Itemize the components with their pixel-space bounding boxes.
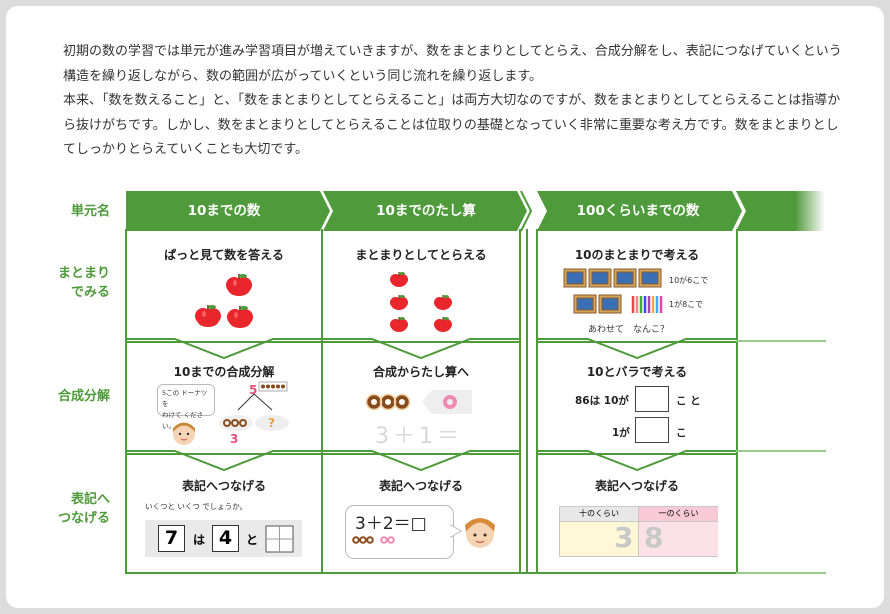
donut-speech-bubble: 5この ドーナツをわけて ください。 (157, 384, 215, 430)
grid-row-line-2 (736, 450, 826, 452)
child-avatar-1 (173, 422, 195, 445)
decomp-right-number: ? (268, 416, 275, 430)
faded-equation: 3＋1＝ (375, 424, 463, 449)
cell-title-r2c3: 10とバラで考える (586, 365, 688, 379)
grid-bottom-line (125, 572, 736, 574)
column-separator (520, 229, 528, 574)
tens-caption-1: 10が6こで (669, 276, 709, 285)
cell-title-r1c1: ぱっと見て数を答える (164, 248, 284, 262)
r2c3-line1-text-b: こ と (676, 395, 701, 407)
place-ones-column: 一のくらい (638, 507, 718, 556)
cell-title-r3c1: 表記へつなげる (181, 479, 266, 493)
r3c1-prompt: いくつと いくつ でしょうか。 (145, 502, 248, 511)
child-avatar-2 (465, 518, 495, 548)
cell-title-r3c2: 表記へつなげる (378, 479, 463, 493)
place-tens-digit: 3 (614, 521, 634, 554)
tens-question: あわせて なんこ？ (588, 325, 670, 335)
cell-title-r1c3: 10のまとまりで考える (574, 248, 700, 262)
row-label-notation: 表記へつなげる (57, 492, 110, 526)
decomposition-diagram (219, 381, 289, 431)
unit-header-2: 10までのたし算 (376, 203, 476, 219)
tens-blocks-illustration (563, 268, 663, 314)
intro-text: 初期の数の学習では単元が進み学習項目が増えていきますが、数をまとまりとしてとらえ… (63, 40, 843, 163)
decomp-left-number: 3 (230, 432, 239, 446)
row-label-grouping: まとまりでみる (57, 266, 110, 300)
donuts-illustration (365, 390, 472, 414)
intro-paragraph-1: 初期の数の学習では単元が進み学習項目が増えていきますが、数をまとまりとしてとらえ… (63, 44, 842, 84)
place-tens-header: 十のくらい (560, 507, 638, 522)
place-ones-header: 一のくらい (639, 507, 718, 522)
r3c1-number-box-2: 4 (212, 525, 239, 552)
equation-speech-bubble (345, 505, 454, 559)
tens-caption-2: 1が8こで (669, 300, 704, 309)
row-label-unit: 単元名 (70, 204, 110, 219)
unit-header-1: 10までの数 (187, 203, 261, 219)
r2c3-line2-text-b: こ (676, 427, 687, 439)
decomp-top-number: 5 (249, 383, 258, 397)
column-3 (536, 229, 738, 574)
equation-donuts (352, 536, 395, 544)
cell-title-r2c2: 合成からたし算へ (372, 365, 469, 379)
place-value-table: 十のくらい 一のくらい 3 8 (559, 506, 718, 557)
equation-bubble-tail (450, 524, 462, 538)
r3c1-to: と (246, 533, 259, 547)
r2c3-line1-text-a: 86は 10が (575, 395, 629, 407)
cell-title-r2c1: 10までの合成分解 (173, 365, 275, 379)
tens-answer-box[interactable] (635, 386, 669, 412)
intro-paragraph-2: 本来、「数を数えること」と、「数をまとまりとしてとらえること」は両方大切なのです… (63, 93, 841, 157)
equation-text: 3＋2＝□ (355, 514, 427, 534)
grid-row-line-1 (736, 340, 826, 342)
cell-title-r3c3: 表記へつなげる (594, 479, 679, 493)
place-ones-digit: 8 (644, 521, 664, 554)
ones-answer-box[interactable] (635, 417, 669, 443)
cell-title-r1c2: まとまりとしてとらえる (355, 248, 487, 262)
r3c1-wa: は (193, 533, 206, 547)
r3c1-number-box-1: 7 (158, 525, 185, 552)
unit-header-3: 100くらいまでの数 (576, 203, 700, 219)
column-2 (321, 229, 521, 574)
r2c3-line2-text-a: 1が (612, 427, 630, 439)
place-tens-column: 十のくらい (560, 507, 638, 556)
row-label-decomposition: 合成分解 (57, 389, 110, 404)
grid-row-line-3 (736, 572, 826, 574)
r3c1-empty-answer-grid (265, 525, 294, 553)
unit-header-ribbon (126, 190, 825, 232)
